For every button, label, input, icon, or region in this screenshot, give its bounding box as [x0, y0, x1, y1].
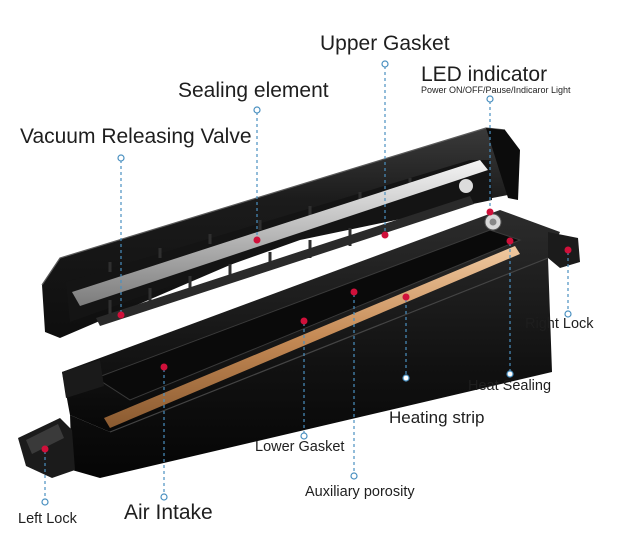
label-auxiliary-porosity: Auxiliary porosity	[305, 484, 415, 500]
label-heat-sealing: Heat Sealing	[468, 378, 552, 394]
lid-round-part	[459, 179, 473, 193]
heating-strip-part	[104, 246, 520, 428]
leader-end-circles	[41, 60, 572, 506]
label-led-detail: Power ON/OFF/Pause/Indicaror Light	[421, 85, 571, 95]
sealing-bar	[72, 160, 488, 306]
label-lower-gasket: Lower Gasket	[255, 439, 345, 455]
label-right-lock: Right Lock	[525, 316, 594, 332]
label-sealing-element: Sealing element	[178, 79, 329, 102]
label-air-intake: Air Intake	[124, 501, 213, 524]
label-left-lock: Left Lock	[18, 511, 77, 527]
label-vacuum-releasing-valve: Vacuum Releasing Valve	[20, 125, 252, 148]
right-lock-part	[548, 232, 580, 268]
label-heating-strip: Heating strip	[389, 408, 485, 427]
label-upper-gasket: Upper Gasket	[320, 32, 450, 55]
label-led-indicator: LED indicator	[421, 63, 548, 86]
part-markers	[41, 208, 572, 453]
base	[18, 210, 580, 478]
leader-lines	[44, 66, 569, 500]
